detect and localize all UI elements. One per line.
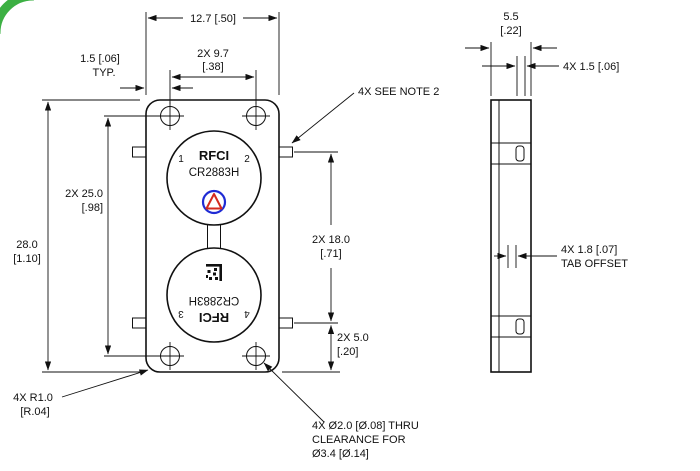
dim-edge-offset-l1: 1.5 [.06] [80,53,120,65]
dim-overall-width: 12.7 [.50] [190,13,236,25]
side-view [490,99,532,373]
callout-hole-note-l2: CLEARANCE FOR [312,434,406,446]
tab-right-bottom [278,317,293,329]
mounting-hole-top-right [242,102,270,130]
callout-corner-radius-l2: [R.04] [20,406,49,418]
mounting-hole-bottom-right [242,342,270,370]
callout-hole-note-l3: Ø3.4 [Ø.14] [312,448,369,460]
dim-depth-l2: [.22] [500,25,521,37]
dim-hole-span-h-l2: [.38] [202,61,223,73]
bottom-label-group: 4 RFCI 3 CR2883H [178,264,250,325]
side-tab-slot-bottom [515,318,525,335]
dim-tab-thickness: 4X 1.5 [.06] [563,61,619,73]
brand-label-bottom: RFCI [199,310,229,325]
mounting-hole-bottom-left [156,342,184,370]
port-2-label: 2 [244,154,250,165]
dim-tab-to-bottom-l2: [.20] [337,346,358,358]
dim-edge-offset-l2: TYP. [92,67,115,79]
dim-tab-span-l1: 2X 18.0 [312,234,350,246]
dim-tab-span-l2: [.71] [320,248,341,260]
port-1-label: 1 [178,154,184,165]
leader-hole-note [263,362,325,423]
dim-hole-span-h-l1: 2X 9.7 [197,48,229,60]
leader-corner-radius [61,369,149,398]
dim-tab-to-bottom-l1: 2X 5.0 [337,332,369,344]
dim-overall-height-l2: [1.10] [13,253,41,265]
green-corner-accent [0,0,35,35]
model-label-top: CR2883H [189,167,240,179]
rfci-logo [201,189,227,215]
tab-left-bottom [132,317,147,329]
callout-corner-radius-l1: 4X R1.0 [13,392,53,404]
callout-hole-note-l1: 4X Ø2.0 [Ø.08] THRU [312,420,419,432]
tab-right-top [278,146,293,158]
logo-triangle [205,193,223,210]
top-label-circle [166,130,262,226]
port-3-label: 3 [178,308,184,319]
logo-ring [201,189,227,215]
port-4-label: 4 [244,308,250,319]
callout-tabs-note: 4X SEE NOTE 2 [358,86,439,98]
dim-hole-span-v-l2: [.98] [82,202,103,214]
side-dimensions [465,42,559,268]
dim-tab-offset-l2: TAB OFFSET [561,258,628,270]
mounting-holes [156,102,270,370]
tab-left-top [132,146,147,158]
side-tab-slot-top [515,145,525,162]
side-body-outline [490,99,532,373]
bottom-label-circle [166,247,262,343]
front-body-outline [145,99,280,373]
mounting-hole-top-left [156,102,184,130]
front-dimensions [42,12,355,423]
datamatrix-code [206,264,222,281]
leader-tabs-note [291,92,355,144]
front-view: 1 RFCI 2 CR2883H 4 RFCI 3 CR2883H [132,99,293,373]
dim-hole-span-v-l1: 2X 25.0 [65,188,103,200]
dim-depth-l1: 5.5 [503,11,518,23]
model-label-bottom: CR2883H [189,294,240,306]
brand-label-top: RFCI [199,148,229,163]
dim-overall-height-l1: 28.0 [16,239,37,251]
dim-tab-offset-l1: 4X 1.8 [.07] [561,244,617,256]
